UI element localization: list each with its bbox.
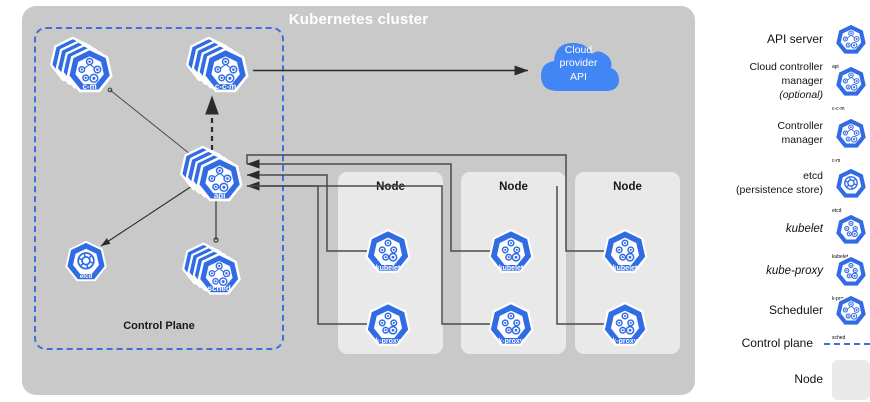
api-server-icon: api [832, 21, 870, 70]
component-etcd[interactable]: etcd [62, 238, 110, 286]
legend-row-kubelet: kubelet kubelet [700, 210, 870, 260]
component-caption: c-m [832, 158, 841, 164]
legend-row-etcd: etcd (persistence store) etcd [700, 162, 870, 214]
legend-label: Scheduler [768, 303, 823, 318]
cloud-line-3: API [570, 70, 587, 83]
component-caption: api [832, 64, 839, 70]
cloud-provider-api-label: Cloud provider API [535, 31, 622, 97]
component-caption: k-proxy [832, 296, 849, 302]
legend-row-scheduler: Scheduler sched [700, 291, 870, 341]
component-caption: etcd [832, 208, 842, 214]
cloud-line-2: provider [559, 57, 598, 70]
legend-row-kube-proxy: kube-proxy k-proxy [700, 252, 870, 302]
node-1-kubelet[interactable]: kubelet [362, 226, 414, 278]
legend-label: Controller manager [777, 120, 832, 148]
control-plane-label: Control Plane [123, 320, 195, 332]
component-caption: c-c-m [832, 106, 845, 112]
node-2-kube-proxy[interactable]: k-proxy [485, 299, 537, 351]
legend-label-line2: (persistence store) [736, 184, 823, 196]
legend-label-line2: manager [781, 75, 823, 88]
dashed-line-swatch-icon [824, 343, 870, 345]
legend-label: etcd (persistence store) [736, 170, 832, 198]
legend-label-line1: Controller [777, 120, 823, 133]
cloud-controller-manager-icon: c-c-m [832, 63, 870, 112]
etcd-icon: etcd [832, 165, 870, 214]
node-3-kube-proxy[interactable]: k-proxy [599, 299, 651, 351]
kubelet-icon: kubelet [832, 211, 870, 260]
legend-label: API server [766, 32, 823, 47]
legend-label: Control plane [741, 336, 813, 351]
kube-proxy-icon: k-proxy [832, 253, 870, 302]
cloud-line-1: Cloud [564, 43, 593, 56]
node-swatch-icon [832, 360, 870, 400]
legend-row-node: Node [700, 360, 870, 400]
legend-label: Node [794, 372, 823, 387]
cloud-provider-api[interactable]: Cloud provider API [535, 31, 622, 97]
legend-label-line2: manager [781, 134, 823, 146]
node-title: Node [613, 181, 642, 193]
legend-row-control-plane: Control plane [700, 334, 870, 354]
component-controller-manager[interactable]: c-m [49, 34, 116, 100]
node-3-kubelet[interactable]: kubelet [599, 226, 651, 278]
legend-label-line1: Cloud controller [749, 61, 823, 74]
legend-label: kubelet [785, 223, 823, 236]
component-api-server[interactable]: api [179, 143, 246, 209]
component-scheduler[interactable]: sched [181, 240, 244, 302]
legend-row-api-server: API server api [700, 20, 870, 70]
legend-label: Cloud controller manager (optional) [749, 61, 832, 103]
legend-label-line1: etcd [803, 170, 823, 183]
legend-row-cloud-controller-manager: Cloud controller manager (optional) c-c-… [700, 57, 870, 112]
scheduler-icon: sched [832, 292, 870, 341]
node-1-kube-proxy[interactable]: k-proxy [362, 299, 414, 351]
node-title: Node [376, 181, 405, 193]
node-title: Node [499, 181, 528, 193]
legend: API server api Cloud controller manager … [700, 0, 870, 402]
component-caption: sched [832, 335, 846, 341]
legend-label: kube-proxy [766, 265, 823, 278]
legend-label-optional: (optional) [779, 88, 823, 101]
component-caption: kubelet [832, 254, 849, 260]
page-title: Kubernetes cluster [288, 11, 429, 28]
component-cloud-controller-manager[interactable]: c-c-m [185, 34, 252, 100]
node-2-kubelet[interactable]: kubelet [485, 226, 537, 278]
cloud-icon [541, 43, 619, 91]
legend-row-controller-manager: Controller manager c-m [700, 112, 870, 164]
controller-manager-icon: c-m [832, 115, 870, 164]
